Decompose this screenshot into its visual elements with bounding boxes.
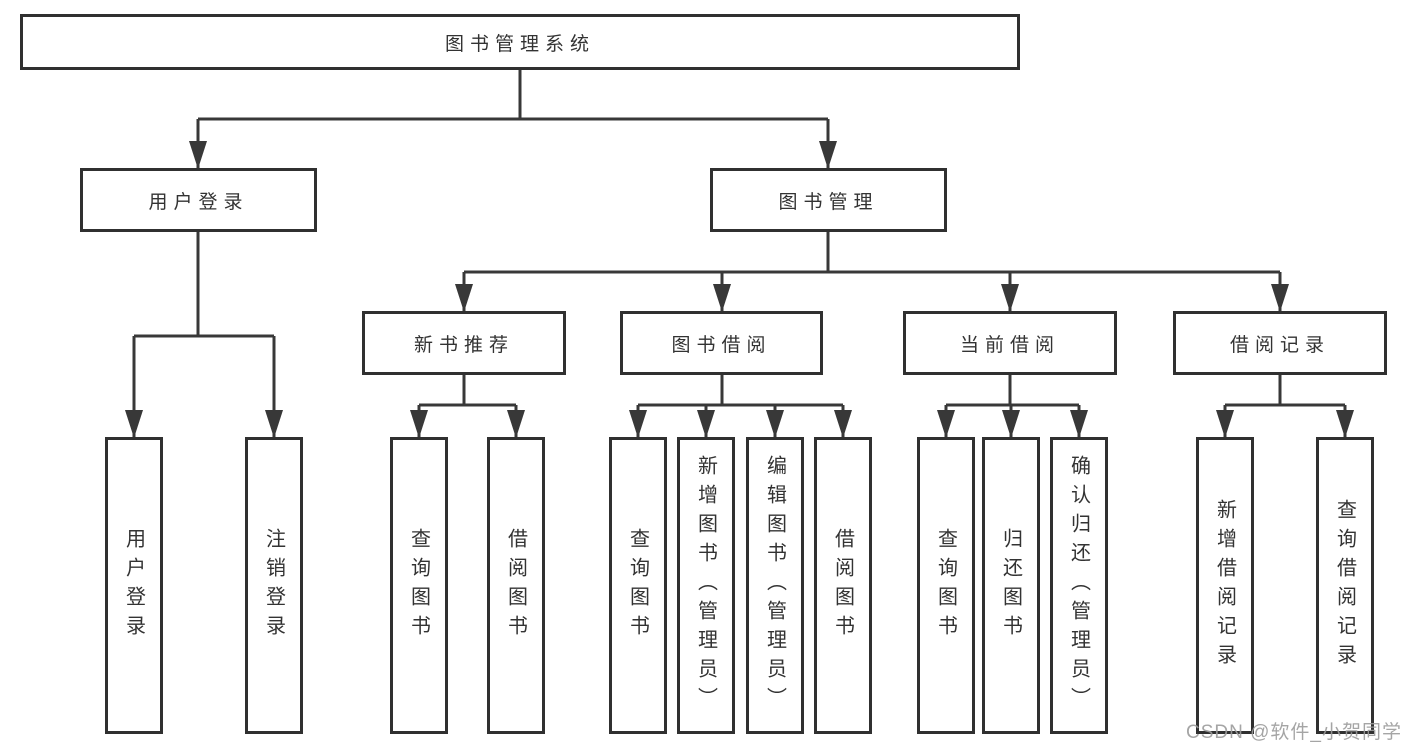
leaf-borrow-edit-admin: 编辑图书（管理员）: [746, 437, 804, 734]
leaf-current-query: 查询图书: [917, 437, 975, 734]
node-book-management-branch: 图书管理: [710, 168, 947, 232]
leaf-records-query: 查询借阅记录: [1316, 437, 1374, 734]
node-current-borrow-section: 当前借阅: [903, 311, 1117, 375]
leaf-borrow-add-admin: 新增图书（管理员）: [677, 437, 735, 734]
leaf-borrow-query: 查询图书: [609, 437, 667, 734]
connector-root: [189, 70, 837, 169]
csdn-watermark: CSDN @软件_小贺同学: [1186, 722, 1402, 743]
connector-book-management: [455, 232, 1289, 312]
node-root-system: 图书管理系统: [20, 14, 1020, 70]
leaf-user-login: 用户登录: [105, 437, 163, 734]
node-new-books-section: 新书推荐: [362, 311, 566, 375]
connector-current-borrow: [937, 375, 1088, 438]
leaf-records-add: 新增借阅记录: [1196, 437, 1254, 734]
leaf-borrow-borrow: 借阅图书: [814, 437, 872, 734]
connector-user-login: [125, 232, 283, 438]
connector-new-books: [410, 375, 525, 438]
leaf-user-logout: 注销登录: [245, 437, 303, 734]
connector-borrow-records: [1216, 375, 1354, 438]
leaf-newbooks-borrow: 借阅图书: [487, 437, 545, 734]
node-borrow-records-section: 借阅记录: [1173, 311, 1387, 375]
node-user-login-branch: 用户登录: [80, 168, 317, 232]
leaf-current-confirm-admin: 确认归还（管理员）: [1050, 437, 1108, 734]
leaf-newbooks-query: 查询图书: [390, 437, 448, 734]
leaf-current-return: 归还图书: [982, 437, 1040, 734]
node-book-borrow-section: 图书借阅: [620, 311, 823, 375]
connector-book-borrow: [629, 375, 852, 438]
